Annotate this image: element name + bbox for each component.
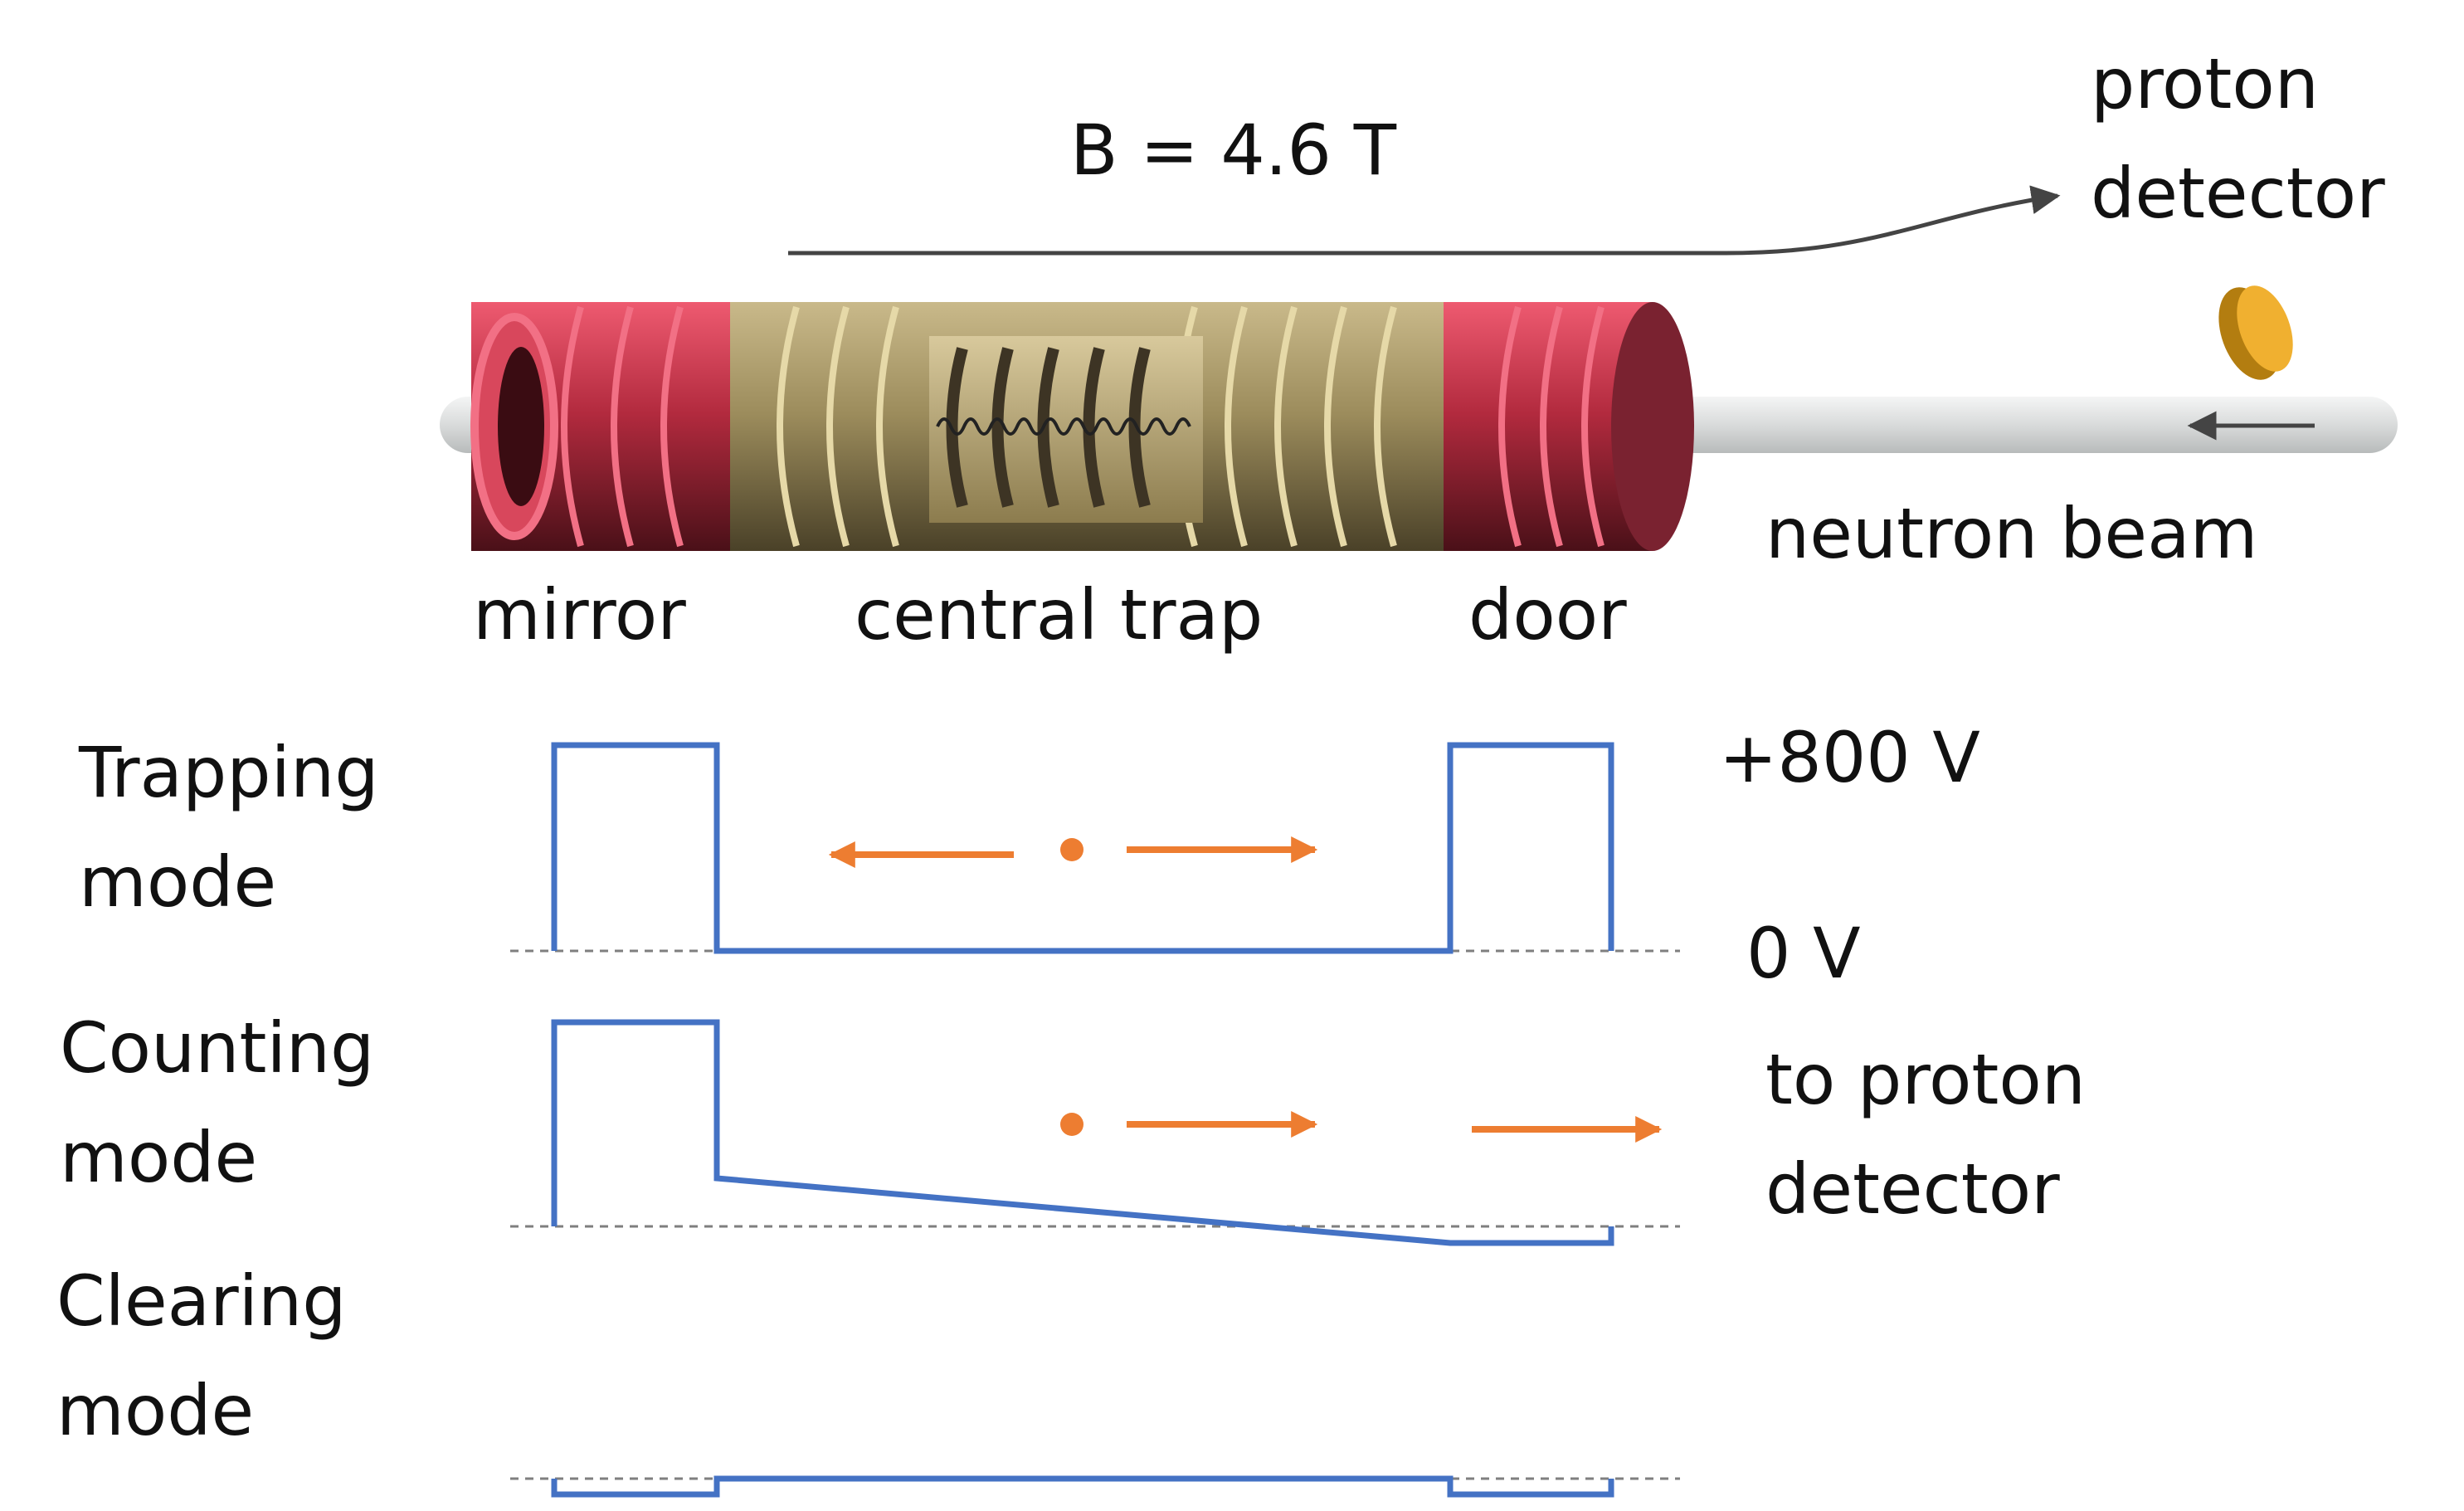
proton-dot [1060, 838, 1083, 861]
proton-dot [1060, 1113, 1083, 1136]
counting-mode-label-line1: Counting [60, 1007, 374, 1089]
trapping-proton-markers [828, 836, 1318, 868]
central-trap-label: central trap [855, 574, 1263, 656]
field-line-arrow [788, 185, 2061, 256]
apparatus-illustration [440, 185, 2398, 551]
trapping-mode-label-line1: Trapping [78, 732, 379, 813]
coil-windings [561, 305, 1605, 548]
counting-proton-markers [1060, 1111, 1663, 1143]
counting-potential-curve [551, 1019, 1614, 1246]
field-strength-label: B = 4.6 T [1070, 110, 1397, 191]
neutron-beam-label: neutron beam [1765, 493, 2257, 574]
to-proton-detector-line1: to proton [1765, 1039, 2086, 1120]
to-proton-detector-line2: detector [1765, 1148, 2060, 1230]
door-label: door [1468, 574, 1627, 656]
counting-mode-label-line2: mode [60, 1117, 257, 1198]
clearing-mode-label-line2: mode [56, 1370, 254, 1451]
mirror-label: mirror [473, 574, 686, 656]
mirror-bore-inner [498, 347, 544, 506]
clearing-potential-curve [551, 1475, 1614, 1498]
magnet-end-cap [1611, 302, 1694, 551]
trap-cutaway [929, 336, 1203, 523]
high-voltage-label: +800 V [1719, 717, 1980, 798]
proton-detector-label-line2: detector [2091, 153, 2385, 234]
electron-spiral [936, 417, 1191, 436]
trapping-mode-label-line2: mode [79, 841, 276, 923]
proton-detector-disc [2218, 285, 2293, 380]
clearing-mode-label-line1: Clearing [56, 1260, 347, 1342]
proton-detector-label-line1: proton [2091, 43, 2319, 124]
zero-voltage-label: 0 V [1746, 913, 1861, 994]
trapping-potential-curve [551, 742, 1614, 954]
